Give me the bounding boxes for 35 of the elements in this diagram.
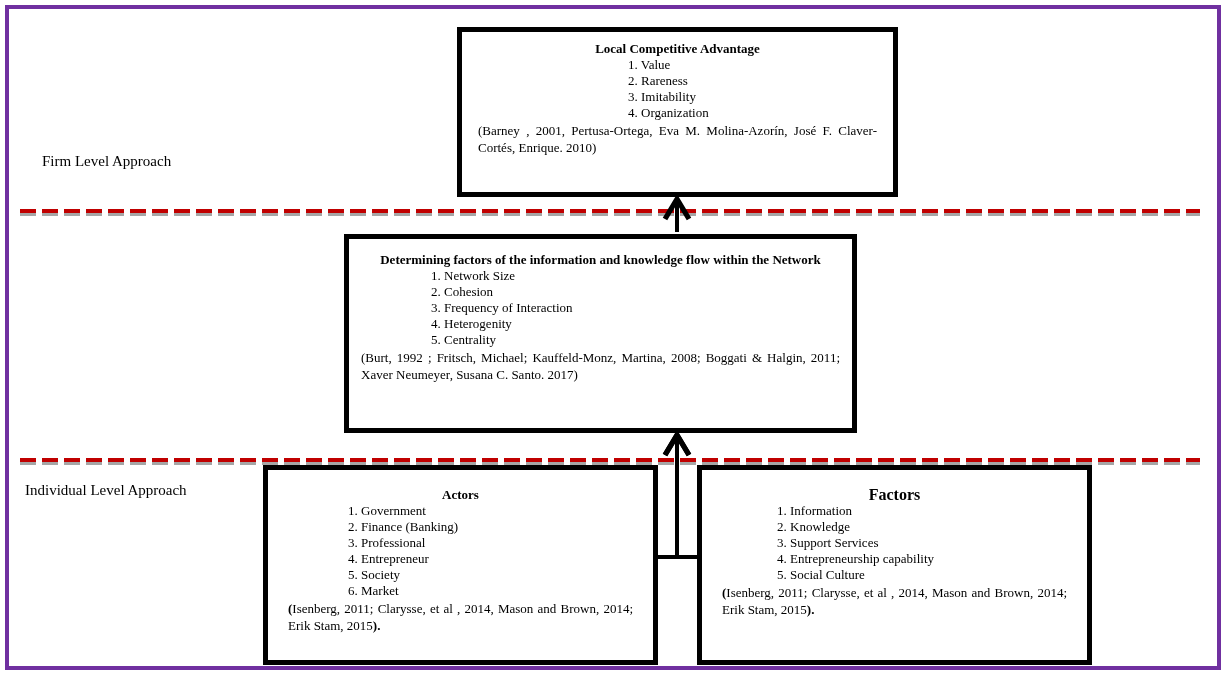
list-item: 2. Knowledge [776,519,851,535]
list-item: 5. Centrality [430,332,497,348]
list-item: 2. Cohesion [430,284,495,300]
level-label: Individual Level Approach [25,481,187,500]
list-item: 1. Information [776,503,854,519]
list-item: 1. Value [627,57,672,73]
text-box [344,234,857,433]
list-item: 4. Entrepreneur [347,551,430,567]
list-item: 3. Frequency of Interaction [430,300,574,316]
citation: (Barney , 2001, Pertusa-Ortega, Eva M. Molina-Azorín, José F. Claver-Cortés, Enrique. 2010) [478,122,877,156]
list-item: 3. Support Services [776,535,880,551]
box-heading: Local Competitive Advantage [594,40,761,57]
list-item: 2. Rareness [627,73,689,89]
citation: (Isenberg, 2011; Clarysse, et al , 2014, Mason and Brown, 2014; Erik Stam, 2015). [722,584,1067,618]
list-item: 1. Government [347,503,427,519]
box-heading: Factors [867,486,922,503]
list-item: 4. Entrepreneurship capability [776,551,936,567]
list-item: 3. Imitability [627,89,697,105]
text-box [457,27,898,197]
box-heading: Determining factors of the information and knowledge flow within the Network [379,251,822,268]
text-box [263,465,658,665]
list-item: 4. Heterogenity [430,316,513,332]
arrow [662,196,692,232]
text-box [697,465,1092,665]
box-heading: Actors [441,486,480,503]
citation: (Burt, 1992 ; Fritsch, Michael; Kauffeld-Monz, Martina, 2008; Boggati & Halgin, 2011; Xaver Neumeyer, Susana C. Santo. 2017) [361,349,840,383]
list-item: 4. Organization [627,105,710,121]
list-item: 2. Finance (Banking) [347,519,460,535]
list-item: 5. Social Culture [776,567,866,583]
list-item: 1. Network Size [430,268,517,284]
list-item: 3. Professional [347,535,427,551]
citation: (Isenberg, 2011; Clarysse, et al , 2014, Mason and Brown, 2014; Erik Stam, 2015). [288,600,633,634]
level-label: Firm Level Approach [42,152,172,171]
list-item: 6. Market [347,583,400,599]
list-item: 5. Society [347,567,401,583]
